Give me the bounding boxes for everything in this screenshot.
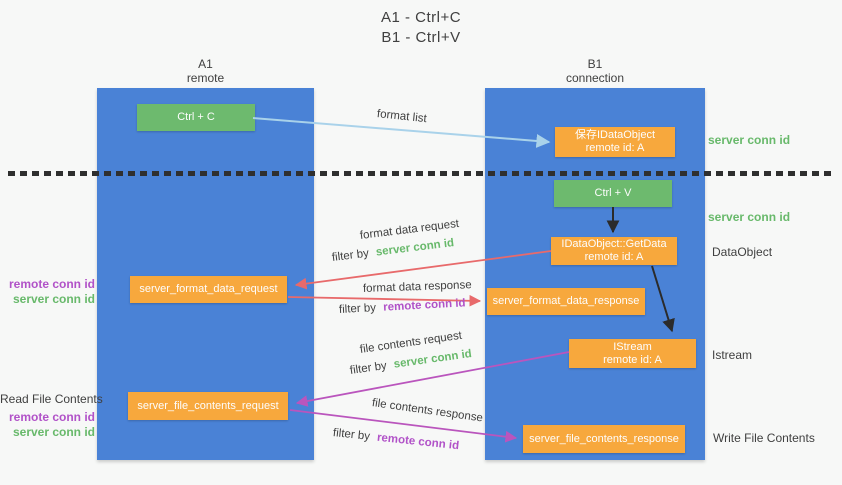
- remote-conn-id-text: remote conn id: [8, 277, 95, 291]
- remote-conn-id-text: remote conn id: [8, 410, 95, 424]
- lane-a1-role: remote: [186, 71, 225, 85]
- format-data-response-text: format data response: [362, 279, 472, 295]
- format-list-text: format list: [376, 108, 428, 126]
- lane-header-a1: A1 remote: [97, 57, 314, 85]
- filter-by-text: filter by: [331, 247, 370, 264]
- diagram-title: A1 - Ctrl+C B1 - Ctrl+V: [0, 8, 842, 48]
- getdata-line1: IDataObject::GetData: [561, 238, 667, 250]
- server-conn-id-text: server conn id: [12, 292, 95, 306]
- server-conn-id-text: server conn id: [393, 347, 473, 371]
- title-line-1: A1 - Ctrl+C: [380, 9, 462, 26]
- annotation-dataobject: DataObject: [712, 245, 773, 259]
- label-format-data-response: format data response: [363, 279, 472, 295]
- read-file-contents-text: Read File Contents: [0, 392, 103, 406]
- save-dataobject-line2: remote id: A: [585, 142, 645, 154]
- lane-b1-role: connection: [565, 71, 625, 85]
- dotted-separator: [8, 171, 835, 176]
- file-request-label: server_file_contents_request: [137, 399, 279, 412]
- file-response-label: server_file_contents_response: [529, 432, 679, 445]
- label-filter-by-remote-conn-id-2: filter by remote conn id: [332, 427, 459, 452]
- node-save-dataobject: 保存IDataObject remote id: A: [555, 127, 675, 157]
- node-idataobject-getdata: IDataObject::GetData remote id: A: [551, 237, 677, 265]
- save-dataobject-line1: 保存IDataObject: [574, 129, 656, 141]
- server-conn-id-text: server conn id: [375, 237, 455, 259]
- label-filter-by-server-conn-id: filter by server conn id: [331, 237, 454, 264]
- istream-line2: remote id: A: [603, 353, 662, 366]
- node-ctrl-v: Ctrl + V: [554, 180, 672, 207]
- annotation-server-conn-id-mid: server conn id: [708, 210, 791, 224]
- getdata-line2: remote id: A: [584, 251, 644, 263]
- node-istream: IStream remote id: A: [569, 339, 696, 368]
- lane-b1-name: B1: [587, 57, 603, 71]
- remote-conn-id-text: remote conn id: [382, 297, 466, 314]
- annotation-left-read-file: Read File Contents remote conn id server…: [0, 392, 103, 440]
- ctrl-c-label: Ctrl + C: [177, 111, 215, 123]
- title-line-2: B1 - Ctrl+V: [381, 29, 461, 46]
- label-filter-by-remote-conn-id: filter by remote conn id: [339, 297, 466, 316]
- annotation-istream: Istream: [712, 348, 753, 362]
- filter-by-text: filter by: [332, 427, 371, 443]
- format-request-label: server_format_data_request: [139, 283, 278, 295]
- node-server-file-contents-response: server_file_contents_response: [523, 425, 685, 453]
- ctrl-v-label: Ctrl + V: [594, 187, 632, 199]
- filter-by-text: filter by: [349, 359, 388, 377]
- lane-header-b1: B1 connection: [485, 57, 705, 85]
- lane-a1-name: A1: [198, 57, 213, 71]
- label-file-contents-response: file contents response: [371, 397, 483, 424]
- node-ctrl-c: Ctrl + C: [137, 104, 255, 131]
- istream-line1: IStream: [613, 340, 652, 353]
- server-conn-id-text: server conn id: [12, 425, 95, 439]
- annotation-write-file-contents: Write File Contents: [713, 431, 815, 445]
- file-contents-response-text: file contents response: [371, 397, 484, 425]
- node-server-format-data-response: server_format_data_response: [487, 288, 645, 315]
- node-server-format-data-request: server_format_data_request: [130, 276, 287, 303]
- annotation-server-conn-id-top: server conn id: [708, 133, 791, 147]
- annotation-left-conn-ids-top: remote conn id server conn id: [0, 277, 95, 307]
- label-format-list: format list: [376, 108, 427, 125]
- filter-by-text: filter by: [338, 302, 377, 316]
- format-response-label: server_format_data_response: [492, 295, 640, 307]
- remote-conn-id-text: remote conn id: [376, 431, 460, 453]
- node-server-file-contents-request: server_file_contents_request: [128, 392, 288, 420]
